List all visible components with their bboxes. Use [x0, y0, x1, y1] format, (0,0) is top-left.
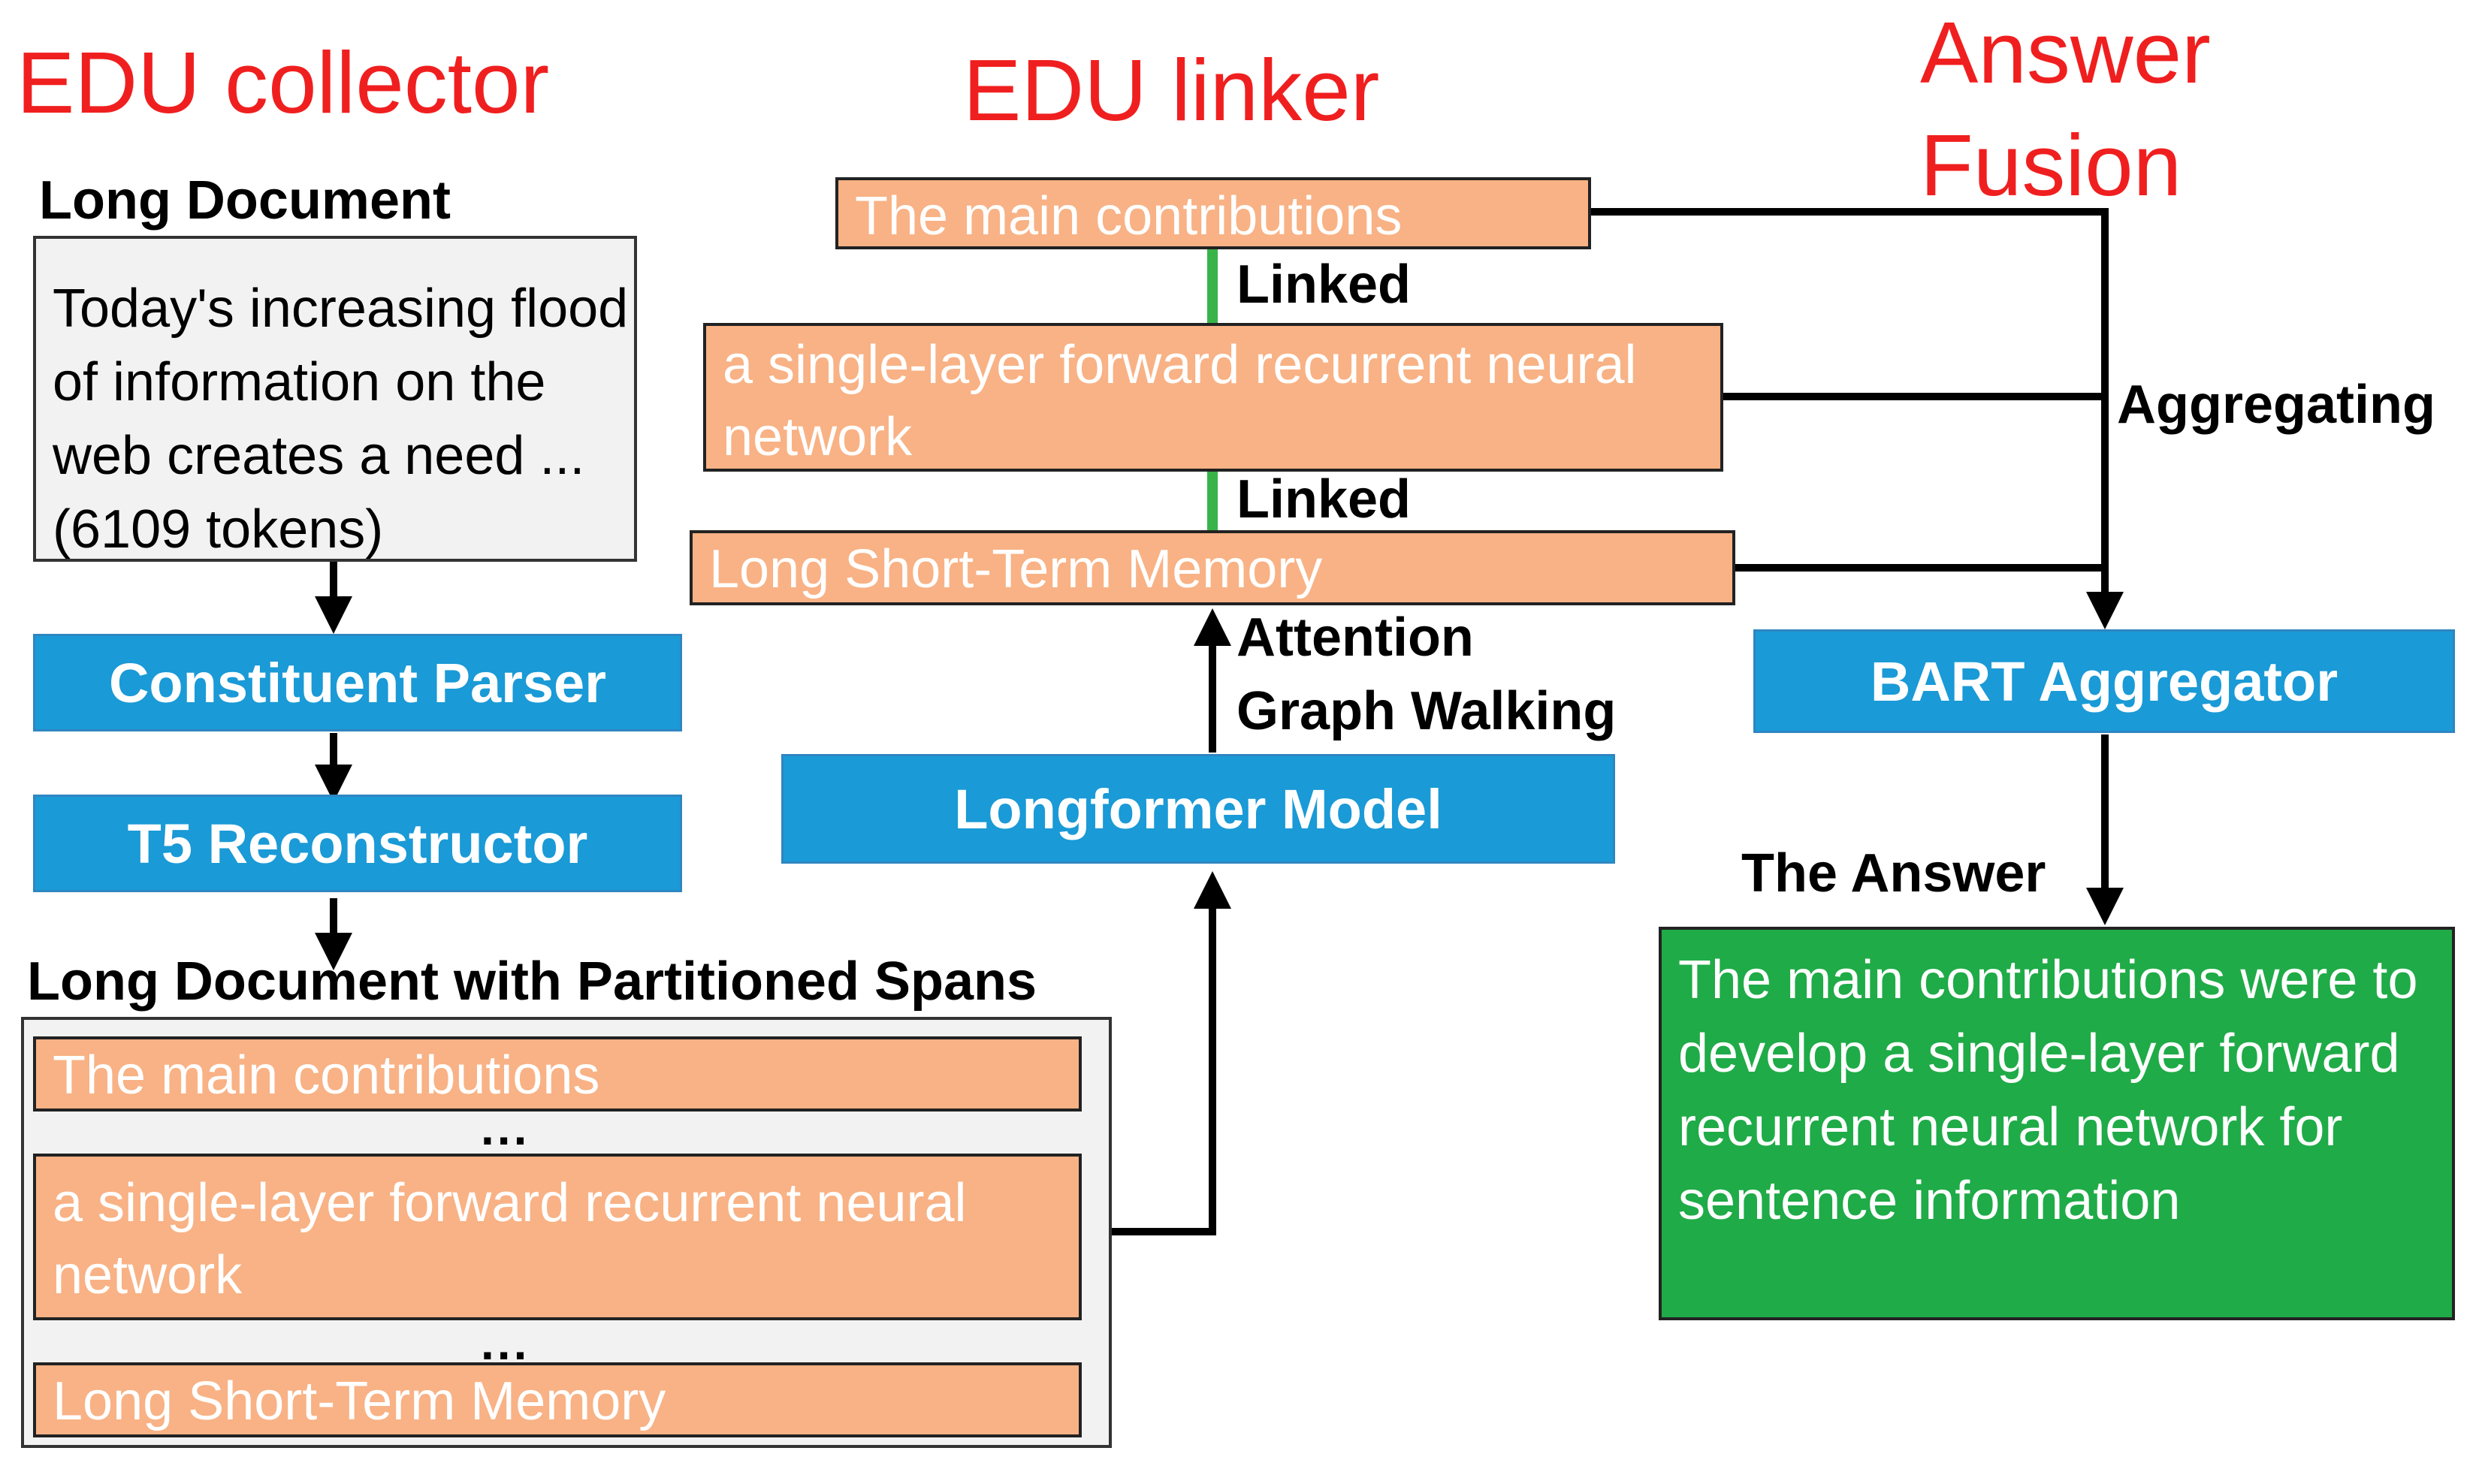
linked-label-2: Linked [1236, 469, 1412, 529]
long-document-text: Today's increasing flood of information … [53, 279, 629, 560]
constituent-parser-box: Constituent Parser [33, 634, 682, 731]
bart-aggregator-box: BART Aggregator [1753, 629, 2455, 733]
edu-collector-title: EDU collector [17, 34, 550, 131]
span-main-contributions: The main contributions [33, 1036, 1082, 1111]
span-lstm: Long Short-Term Memory [33, 1362, 1082, 1437]
the-answer-label: The Answer [1741, 843, 2046, 903]
long-document-box: Today's increasing flood of information … [33, 236, 637, 562]
span-recurrent-network: a single-layer forward recurrent neural … [33, 1154, 1082, 1320]
edu-main-contributions: The main contributions [835, 177, 1591, 249]
span-ellipsis-1: ... [481, 1101, 530, 1155]
t5-reconstructor-box: T5 Reconstructor [33, 795, 682, 892]
attention-label: Attention [1236, 608, 1474, 668]
edu-recurrent-network: a single-layer forward recurrent neural … [703, 323, 1723, 472]
partitioned-spans-label: Long Document with Partitioned Spans [27, 952, 1037, 1012]
edu-linker-title: EDU linker [963, 41, 1380, 139]
linked-label-1: Linked [1236, 255, 1412, 315]
aggregating-label: Aggregating [2117, 375, 2435, 435]
graph-walking-label: Graph Walking [1236, 681, 1617, 741]
answer-box: The main contributions were to develop a… [1659, 927, 2455, 1320]
arrow-spans-to-longformer [1112, 871, 1231, 1235]
span-ellipsis-2: ... [481, 1316, 530, 1370]
answer-fusion-title-line2: Fusion [1920, 116, 2182, 214]
answer-fusion-title-line1: Answer [1920, 4, 2211, 101]
edu-lstm: Long Short-Term Memory [690, 530, 1735, 605]
longformer-model-box: Longformer Model [781, 754, 1615, 864]
long-document-label: Long Document [39, 170, 451, 231]
